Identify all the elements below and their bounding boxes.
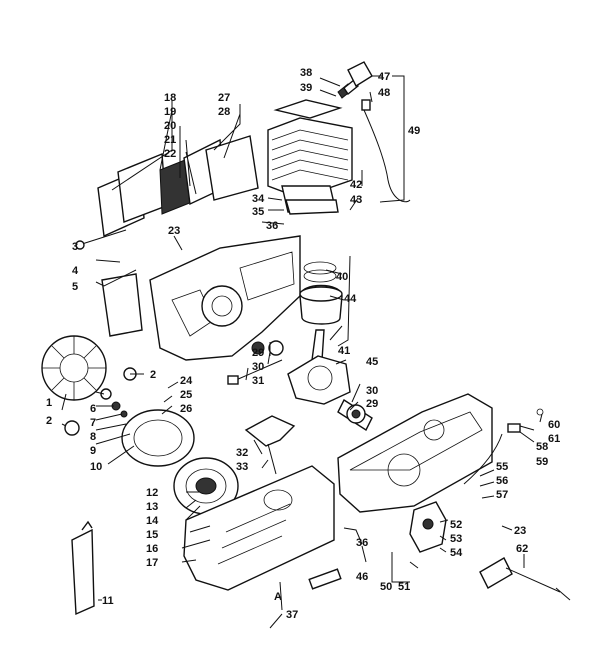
label-4: 4 <box>72 265 79 277</box>
label-53: 53 <box>450 533 462 545</box>
label-23-bottom: 23 <box>514 525 526 537</box>
label-40: 40 <box>336 271 348 283</box>
label-25: 25 <box>180 389 192 401</box>
label-46: 46 <box>356 571 368 583</box>
label-33: 33 <box>236 461 248 473</box>
label-50: 50 <box>380 581 392 593</box>
label-55: 55 <box>496 461 508 473</box>
ignition-module <box>409 501 447 553</box>
label-18: 18 <box>164 92 176 104</box>
starter-pulley <box>173 457 239 515</box>
starter-spring-cover <box>121 409 195 467</box>
label-5: 5 <box>72 281 78 293</box>
label-44: 44 <box>344 293 357 305</box>
label-21: 21 <box>164 134 176 146</box>
label-14: 14 <box>146 515 159 527</box>
label-2-left: 2 <box>46 415 52 427</box>
lubricant-tube <box>71 520 95 616</box>
label-3: 3 <box>72 241 78 253</box>
piston-rings <box>303 261 337 283</box>
starter-handle <box>244 415 296 475</box>
crankcase-upper <box>149 235 301 361</box>
part-labels: 18 19 20 21 22 27 28 38 39 47 48 49 42 4… <box>46 67 560 621</box>
label-60: 60 <box>548 419 560 431</box>
label-2-right: 2 <box>150 369 156 381</box>
label-34: 34 <box>252 193 265 205</box>
spark-plug-wrench <box>479 557 571 601</box>
label-29-left: 29 <box>252 347 264 359</box>
label-17: 17 <box>146 557 158 569</box>
label-30-left: 30 <box>252 361 264 373</box>
label-7: 7 <box>90 417 96 429</box>
label-31: 31 <box>252 375 264 387</box>
flywheel <box>41 335 107 401</box>
label-37: 37 <box>286 609 298 621</box>
label-58: 58 <box>536 441 548 453</box>
label-12: 12 <box>146 487 158 499</box>
label-45: 45 <box>366 356 378 368</box>
label-42: 42 <box>350 179 362 191</box>
label-6: 6 <box>90 403 96 415</box>
label-A: A <box>274 591 282 603</box>
label-9: 9 <box>90 445 96 457</box>
label-27: 27 <box>218 92 230 104</box>
seal-bearing-left <box>251 340 284 356</box>
ignition-wire <box>361 99 411 203</box>
label-57: 57 <box>496 489 508 501</box>
crankcase-lower <box>337 393 493 513</box>
label-10: 10 <box>90 461 102 473</box>
clutch-washers <box>100 388 128 418</box>
label-1: 1 <box>46 397 52 409</box>
label-30-right: 30 <box>366 385 378 397</box>
label-52: 52 <box>450 519 462 531</box>
label-48: 48 <box>378 87 390 99</box>
label-24: 24 <box>180 375 193 387</box>
label-35: 35 <box>252 206 264 218</box>
label-41: 41 <box>338 345 350 357</box>
label-8: 8 <box>90 431 96 443</box>
label-20: 20 <box>164 120 176 132</box>
heat-shield <box>101 273 143 337</box>
label-59: 59 <box>536 456 548 468</box>
label-39: 39 <box>300 82 312 94</box>
starter-housing <box>183 465 335 591</box>
label-16: 16 <box>146 543 158 555</box>
muffler-screw <box>75 229 127 250</box>
label-15: 15 <box>146 529 158 541</box>
label-61: 61 <box>548 433 560 445</box>
label-49: 49 <box>408 125 420 137</box>
main-bearing <box>346 404 366 424</box>
label-36-bottom: 36 <box>356 537 368 549</box>
label-26: 26 <box>180 403 192 415</box>
cylinder-gasket <box>285 199 339 215</box>
ignition-wires-lower <box>463 408 544 485</box>
chain-stud-bar <box>308 568 342 590</box>
label-22: 22 <box>164 148 176 160</box>
cylinder <box>267 99 353 213</box>
label-43: 43 <box>350 194 362 206</box>
label-62: 62 <box>516 543 528 555</box>
leader-lines <box>61 75 543 629</box>
label-51: 51 <box>398 581 410 593</box>
label-32: 32 <box>236 447 248 459</box>
label-23-top: 23 <box>168 225 180 237</box>
label-28: 28 <box>218 106 230 118</box>
crankcase-bolt <box>227 359 283 385</box>
label-19: 19 <box>164 106 176 118</box>
label-56: 56 <box>496 475 508 487</box>
label-54: 54 <box>450 547 463 559</box>
label-38: 38 <box>300 67 312 79</box>
label-47: 47 <box>378 71 390 83</box>
muffler-assembly <box>97 135 259 238</box>
label-11: 11 <box>102 595 114 607</box>
label-36-top: 36 <box>266 220 278 232</box>
label-13: 13 <box>146 501 158 513</box>
label-29-right: 29 <box>366 398 378 410</box>
piston <box>299 284 343 325</box>
